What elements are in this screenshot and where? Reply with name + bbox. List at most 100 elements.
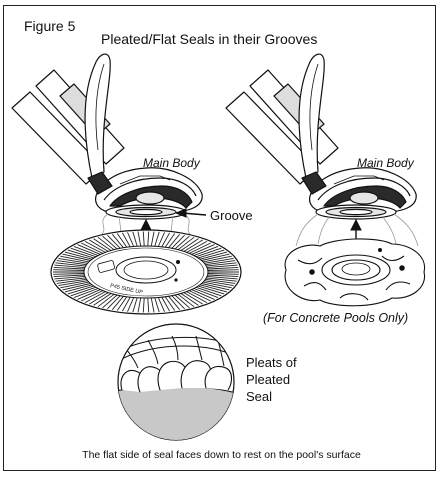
seal-pleat-line [203,281,232,289]
flat-seal-drawing [284,238,426,307]
seal-pleat-line [137,297,142,313]
seal-pleat-line [67,249,94,259]
seal-pleat-line [154,297,160,313]
seal-pleat-line [111,295,124,310]
groove-label: Groove [210,208,253,223]
pleats-label: Pleats of Pleated Seal [246,354,297,405]
seal-pleat-line [53,274,85,278]
seal-pleat-line [93,238,112,251]
figure-frame [3,5,436,471]
seal-pleat-line [64,251,93,260]
seal-pleat-line [88,239,109,252]
seal-pleat-line [88,292,109,305]
seal-pleat-line [73,245,99,256]
seal-pleat-line [81,242,103,254]
seal-pleat-line [168,234,181,249]
seal-pleat-line [64,284,93,293]
seal-pleat-line [111,234,124,249]
seal-pleat-line [171,234,185,249]
seal-pleat-line [132,231,138,247]
pleats-label-line1: Pleats of [246,355,297,370]
seal-pleat-line [207,266,239,270]
seal-pleat-line [97,236,115,251]
seal-pleat-line [199,251,228,260]
pleats-label-line3: Seal [246,389,273,404]
seal-pleat-line [191,244,215,255]
seal-pleat-line [196,286,222,297]
seal-pleat-line [164,233,176,248]
seal-pleat-line [157,232,165,247]
right-connector-lines [295,213,419,247]
seal-pleat-line [67,285,94,295]
seal-pleat-line [204,257,234,264]
seal-pleat-line [186,291,208,303]
seal-pleat-line [53,269,85,271]
seal-pleat-line [177,236,195,251]
seal-pleat-line [193,245,219,256]
seal-pleat-line [150,297,155,313]
seal-pleat-line [84,241,106,253]
pleats-label-line2: Pleated [246,372,291,387]
seal-pleat-line [70,286,96,297]
seal-pleat-line [174,294,190,309]
seal-pleat-line [174,235,190,250]
seal-pleat-line [150,231,155,247]
seal-pleat-line [199,284,228,293]
seal-pleat-line [127,232,135,247]
main-body-label-right: Main Body [357,156,414,170]
seal-pleat-line [161,232,170,248]
seal-pleat-line [196,247,222,258]
seal-pleat-line [183,292,204,305]
seal-pleat-line [127,297,135,312]
figure-title: Pleated/Flat Seals in their Grooves [101,31,318,47]
seal-pleat-line [84,291,106,303]
main-body-label-left: Main Body [143,156,200,170]
seal-pleat-line [206,262,237,267]
figure-caption: The flat side of seal faces down to rest… [82,449,361,461]
groove-leader-arrow [174,208,207,218]
seal-pleat-line [53,273,85,275]
seal-pleat-line [102,294,118,309]
seal-pleat-line [177,293,195,308]
seal-pleat-line [147,231,150,247]
seal-pleat-line [122,232,131,248]
seal-pleat-line [77,244,101,255]
pool-cleaner-left-drawing [11,53,203,220]
seal-pleat-line [207,273,239,275]
seal-pleat-line [154,231,160,247]
seal-pleat-line [204,280,234,287]
seal-pleat-line [198,249,225,259]
seal-pleat-line [55,262,86,267]
seal-pleat-line [77,289,101,300]
seal-pleat-line [58,280,88,287]
seal-pleat-line [122,296,131,312]
seal-pleat-line [207,264,238,269]
seal-pleat-line [142,231,145,247]
seal-pleat-line [97,293,115,308]
seal-pleat-line [116,233,128,248]
seal-pleat-line [201,283,230,291]
seal-pleat-line [205,260,236,266]
seal-pleat-line [180,238,199,251]
seal-pleat-line [189,290,211,302]
seal-pleat-line [207,274,239,278]
seal-pleat-line [60,281,89,289]
seal-pleat-line [206,277,237,282]
seal-pleat-line [54,264,85,269]
seal-pleat-line [198,285,225,295]
seal-pleat-line [60,255,89,263]
seal-pleat-line [56,278,87,284]
seal-pleat-line [132,297,138,313]
seal-pleat-line [168,295,181,310]
seal-pleat-line [116,296,128,311]
seal-pleat-line [56,260,87,266]
seal-pleat-line [54,275,85,280]
seal-pleat-line [62,283,91,291]
seal-pleat-line [73,288,99,299]
seal-pleat-line [205,278,236,284]
seal-pleat-line [81,290,103,302]
seal-pleat-line [142,297,145,313]
seal-pleat-line [93,293,112,306]
seal-pleat-line [207,269,239,271]
